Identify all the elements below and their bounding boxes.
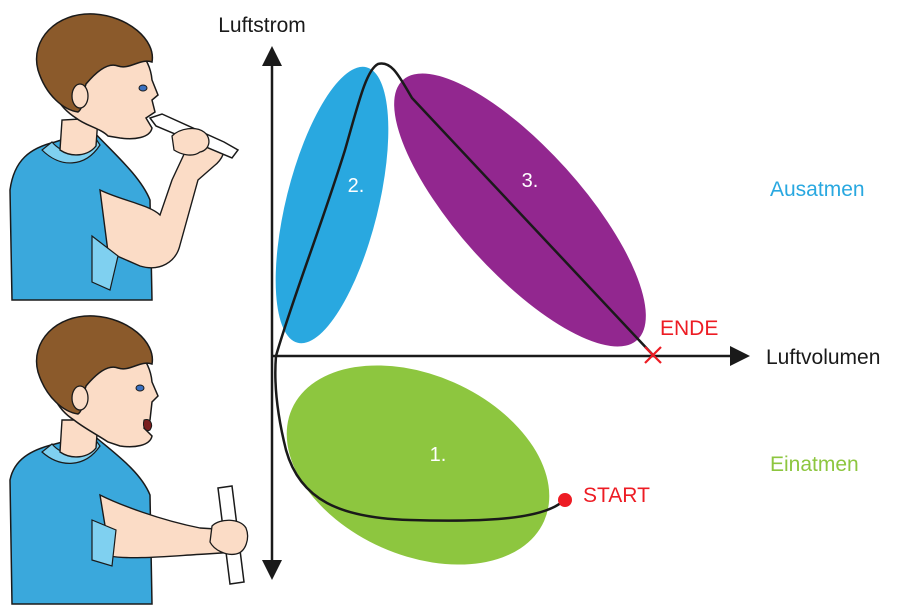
eye-top bbox=[139, 85, 147, 91]
x-axis-arrow bbox=[730, 346, 750, 366]
start-marker bbox=[558, 493, 572, 507]
phase-1-ellipse bbox=[255, 327, 580, 604]
phase-2-ellipse bbox=[253, 56, 411, 354]
phase-2-label: 2. bbox=[348, 175, 365, 197]
arm-top bbox=[100, 135, 224, 268]
ear-bottom bbox=[72, 386, 88, 410]
exhale-label: Ausatmen bbox=[770, 178, 865, 201]
eye-bottom bbox=[136, 385, 144, 391]
start-label: START bbox=[583, 484, 650, 507]
y-axis-label: Luftstrom bbox=[218, 14, 306, 37]
inhale-label: Einatmen bbox=[770, 453, 859, 476]
hand-bottom bbox=[210, 520, 248, 554]
person-exhaling-illustration bbox=[10, 14, 238, 300]
end-label: ENDE bbox=[660, 317, 718, 340]
x-axis-label: Luftvolumen bbox=[766, 346, 880, 369]
hand-top bbox=[172, 129, 209, 156]
person-inhaling-illustration bbox=[10, 316, 248, 604]
ear-top bbox=[72, 84, 88, 108]
mouth-bottom bbox=[143, 420, 151, 431]
y-axis-arrow-down bbox=[262, 560, 282, 580]
y-axis-arrow-up bbox=[262, 46, 282, 66]
phase-3-label: 3. bbox=[522, 170, 539, 192]
phase-3-ellipse bbox=[357, 38, 683, 381]
phase-1-label: 1. bbox=[430, 444, 447, 466]
